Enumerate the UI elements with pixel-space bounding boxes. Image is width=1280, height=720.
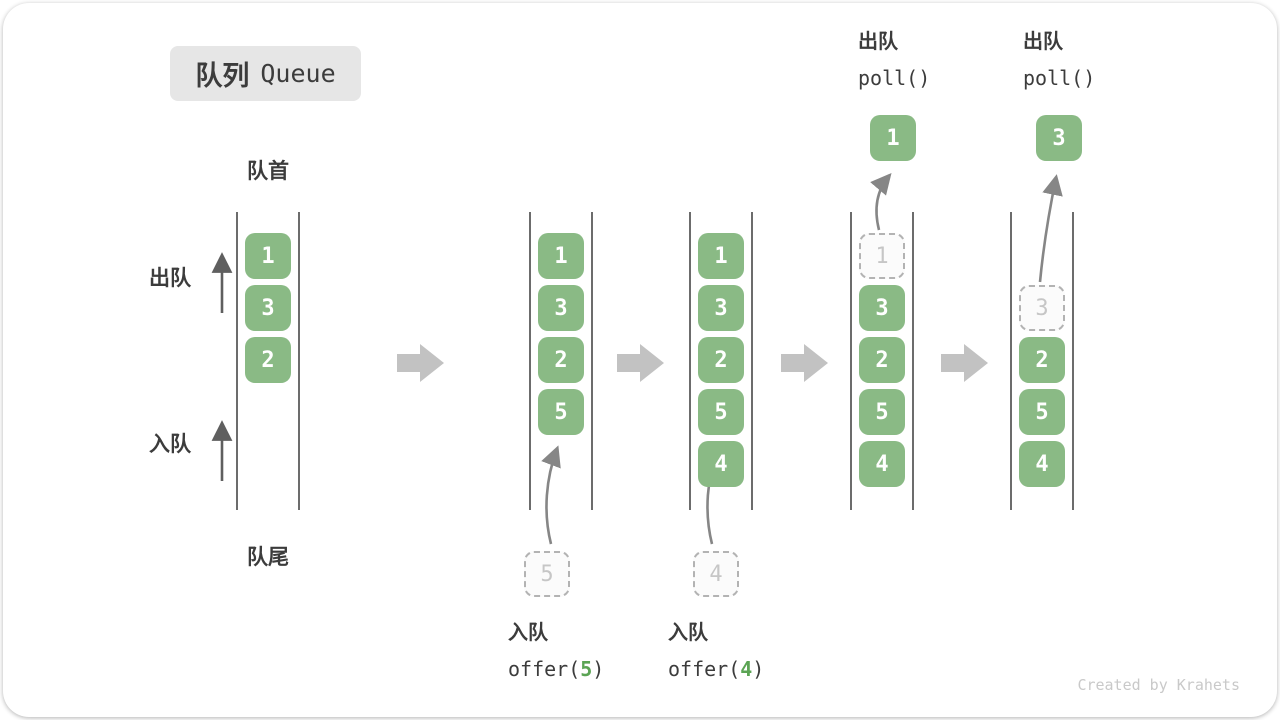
queue-item: 3 (698, 285, 744, 331)
queue-item: 5 (698, 389, 744, 435)
queue-item: 1 (698, 233, 744, 279)
queue-item: 2 (1019, 337, 1065, 383)
poll-code-label: poll() (858, 66, 931, 90)
enqueue-annotation: 入队 offer(5) (508, 620, 604, 682)
step-arrow-icon (781, 344, 828, 382)
queue-item: 2 (698, 337, 744, 383)
queue-item: 5 (859, 389, 905, 435)
dequeue-annotation-title: 出队 (1023, 31, 1063, 53)
queue-item: 3 (538, 285, 584, 331)
dequeue-annotation: 出队 poll() (1023, 29, 1095, 91)
title-badge: 队列 Queue (170, 46, 361, 101)
step-arrow-icon (397, 344, 444, 382)
dequeue-side-label: 出队 (149, 267, 191, 290)
enqueue-side-label: 入队 (149, 433, 191, 456)
polled-item: 1 (870, 115, 916, 161)
offer4-code-label: offer(4) (668, 657, 765, 681)
title-en: Queue (260, 59, 336, 88)
queue-item: 5 (538, 389, 584, 435)
poll-code-label: poll() (1023, 66, 1096, 90)
queue-item: 4 (1019, 441, 1065, 487)
title-zh: 队列 (195, 61, 250, 91)
enqueue-annotation: 入队 offer(4) (668, 620, 764, 682)
queue-item: 2 (245, 337, 291, 383)
queue-item: 1 (538, 233, 584, 279)
dequeue-arrow-icon (1038, 174, 1063, 283)
queue-walls-4 (850, 212, 914, 510)
queue-walls-5 (1010, 212, 1074, 510)
queue-item: 3 (859, 285, 905, 331)
incoming-item-ghost: 4 (693, 551, 739, 597)
queue-walls-3 (689, 212, 753, 510)
enqueue-annotation-title: 入队 (668, 622, 708, 644)
removed-item-ghost: 3 (1019, 285, 1065, 331)
queue-item: 2 (538, 337, 584, 383)
polled-item: 3 (1036, 115, 1082, 161)
removed-item-ghost: 1 (859, 233, 905, 279)
dequeue-arrow-icon (870, 173, 892, 231)
queue-item: 3 (245, 285, 291, 331)
queue-item: 4 (698, 441, 744, 487)
queue-item: 1 (245, 233, 291, 279)
queue-item: 5 (1019, 389, 1065, 435)
watermark: Created by Krahets (1077, 676, 1240, 694)
incoming-item-ghost: 5 (524, 551, 570, 597)
queue-walls-1 (236, 212, 300, 510)
dequeue-annotation-title: 出队 (858, 31, 898, 53)
step-arrow-icon (617, 344, 664, 382)
offer5-code-label: offer(5) (508, 657, 605, 681)
enqueue-arrow-icon (541, 445, 561, 545)
queue-rear-label: 队尾 (247, 546, 289, 569)
queue-item: 4 (859, 441, 905, 487)
queue-walls-2 (529, 212, 593, 510)
queue-item: 2 (859, 337, 905, 383)
queue-front-label: 队首 (247, 160, 289, 183)
dequeue-annotation: 出队 poll() (858, 29, 930, 91)
step-arrow-icon (941, 344, 988, 382)
enqueue-annotation-title: 入队 (508, 622, 548, 644)
